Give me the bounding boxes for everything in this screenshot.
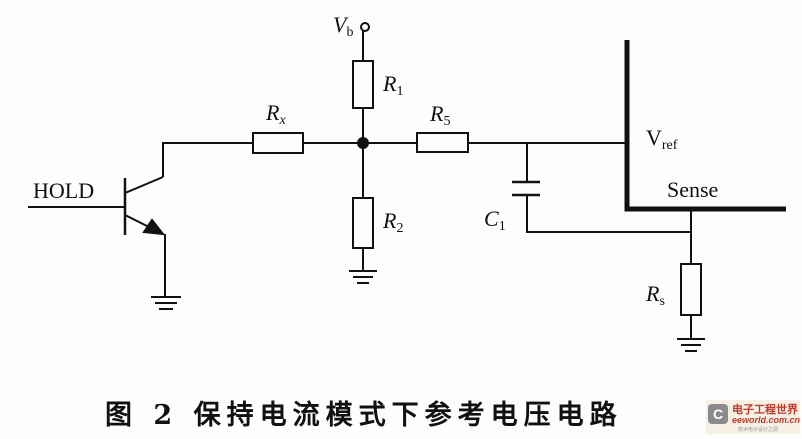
emitter-arrow-icon: [142, 218, 166, 236]
ic-boundary: [624, 40, 786, 212]
label-sense: Sense: [667, 177, 719, 202]
vb-terminal: [360, 22, 370, 32]
ground-icon: [677, 338, 705, 352]
resistor-rx: [252, 132, 304, 154]
label-r2: R2: [383, 208, 404, 236]
ground-icon: [349, 270, 377, 284]
label-vb: Vb: [333, 12, 354, 40]
figure-caption: 图 2 保持电流模式下参考电压电路: [105, 400, 623, 431]
resistor-r1: [352, 60, 374, 109]
wire: [526, 195, 691, 233]
label-c1: C1: [484, 206, 506, 234]
transistor-collector: [124, 176, 164, 194]
resistor-r2: [352, 197, 374, 249]
resistor-r5: [416, 132, 469, 153]
logo-en: eeworld.com.cn: [732, 415, 801, 425]
label-hold: HOLD: [33, 178, 95, 203]
logo-cn: 电子工程世界: [732, 403, 798, 416]
logo-icon: C: [708, 404, 728, 424]
label-r5: R5: [430, 101, 451, 129]
logo-slogan: 技术电子设计之源: [738, 427, 779, 433]
wire: [162, 142, 253, 177]
watermark-logo: C 电子工程世界 eeworld.com.cn 技术电子设计之源: [706, 400, 800, 434]
resistor-rs: [680, 263, 702, 316]
label-rx: Rx: [266, 100, 286, 128]
label-r1: R1: [383, 71, 404, 99]
label-vref: Vref: [646, 125, 678, 153]
label-rs: Rs: [646, 281, 665, 309]
ground-icon: [151, 296, 181, 310]
